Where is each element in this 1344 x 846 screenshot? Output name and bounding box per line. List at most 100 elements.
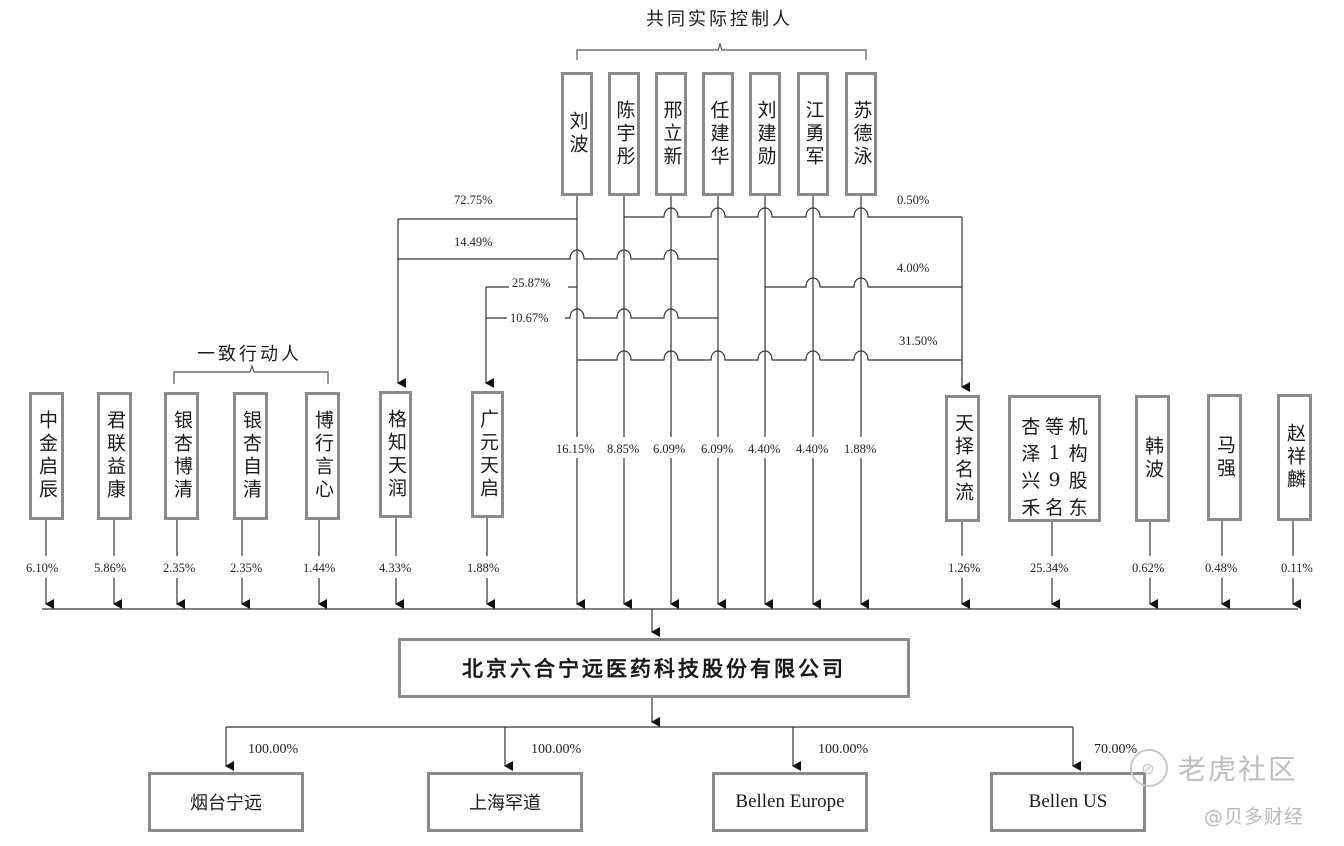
controller-pct: 8.85% [606,442,641,457]
watermark-brand: ⊘ 老虎社区 [1130,748,1298,788]
institution-name-char: 东 [1068,497,1088,519]
subsidiary-pct: 100.00% [248,742,299,757]
tianze-link-c [577,350,962,361]
controller-box: 刘波 [561,72,593,196]
subsidiary-name: Bellen Europe [735,791,845,812]
guangyuan-link-b [565,308,718,319]
link-pct-gezhi-liubo: 72.75% [454,193,493,207]
controller-name: 刘建勋 [754,99,777,169]
subsidiary-box: 烟台宁远 [148,772,304,832]
link-pct-gezhi-others: 14.49% [454,235,493,249]
link-pct-guangyuan-liubo: 25.87% [511,276,552,291]
institution-name-char: 等 [1044,416,1064,438]
controller-name: 苏德泳 [850,99,873,169]
shareholder-name: 君联益康 [104,410,126,502]
controller-pct: 4.40% [795,442,830,457]
shareholder-name: 赵祥麟 [1284,423,1306,492]
shareholder-pct: 0.48% [1204,561,1239,576]
controller-name: 刘波 [566,111,589,157]
tianze-link-b [765,277,962,288]
joint-controllers-label: 共同实际控制人 [646,9,793,30]
shareholder-pct: 0.62% [1131,561,1166,576]
institution-name-char: 禾 [1021,497,1041,519]
shareholder-pct: 1.26% [947,561,982,576]
shareholder-box: 韩波 [1135,395,1170,522]
shareholder-name: 韩波 [1142,435,1164,482]
subsidiary-box: Bellen US [990,772,1146,832]
shareholder-name: 天择名流 [952,412,974,505]
company-name: 北京六合宁远医药科技股份有限公司 [462,656,846,681]
shareholder-name: 中金启辰 [36,410,58,502]
link-pct-guangyuan-others: 10.67% [509,311,550,326]
subsidiary-box: Bellen Europe [712,772,868,832]
subsidiary-pct: 100.00% [531,742,582,757]
institution-name-char: 名 [1044,497,1064,519]
shareholder-box: 银杏博清 [164,392,199,520]
institution-name-char: 9 [1048,468,1061,491]
controller-pct: 1.88% [843,442,878,457]
joint-controllers-bracket [576,42,867,60]
shareholder-box: 赵祥麟 [1277,394,1312,521]
shareholder-pct: 1.44% [302,561,337,576]
link-pct-tianze-c: 31.50% [899,334,938,348]
shareholder-pct: 6.10% [25,561,60,576]
watermark-brand-text: 老虎社区 [1178,753,1299,786]
controller-box: 江勇军 [797,72,829,196]
link-pct-tianze-b: 4.00% [897,261,930,275]
concert-parties-label: 一致行动人 [197,344,302,365]
shareholder-name: 格知天润 [385,408,407,501]
shareholder-name: 博行言心 [312,410,334,502]
controller-name: 邢立新 [660,99,683,169]
subsidiary-name: Bellen US [1028,791,1108,812]
institution-name-char: 泽 [1021,443,1041,465]
controller-pct: 6.09% [700,442,735,457]
shareholder-name: 银杏自清 [240,410,262,502]
controller-box: 刘建勋 [749,72,781,196]
shareholder-name: 马强 [1214,434,1236,481]
subsidiary-pct: 70.00% [1094,742,1138,757]
subsidiary-box: 上海罕道 [427,772,583,832]
shareholder-pct: 25.34% [1029,561,1070,576]
shareholder-pct: 1.88% [466,561,501,576]
controller-name: 任建华 [707,99,730,169]
shareholder-box: 格知天润 [379,391,412,518]
tianze-link-a [624,207,962,218]
shareholder-pct: 5.86% [93,561,128,576]
controller-box: 邢立新 [655,72,687,196]
controller-pct: 4.40% [747,442,782,457]
company-box: 北京六合宁远医药科技股份有限公司 [398,638,910,698]
controller-name: 陈宇彤 [613,99,636,169]
shareholder-box: 中金启辰 [29,392,64,520]
shareholder-box: 君联益康 [97,392,132,520]
subsidiary-pct: 100.00% [818,742,869,757]
subsidiary-name: 烟台宁远 [190,793,262,814]
shareholder-box: 广元天启 [471,391,504,518]
controller-pct: 6.09% [652,442,687,457]
institution-name-char: 1 [1048,441,1061,464]
watermark-author: @贝多财经 [1204,806,1305,828]
controller-pct: 16.15% [555,442,596,457]
controller-box: 陈宇彤 [608,72,640,196]
shareholder-box: 银杏自清 [233,392,268,520]
tiger-logo-icon: ⊘ [1130,749,1168,787]
controller-name: 江勇军 [802,99,825,169]
institution-name-char: 杏 [1021,416,1041,438]
shareholder-name: 广元天启 [477,408,499,501]
subsidiary-name: 上海罕道 [469,793,541,814]
controller-box: 苏德泳 [845,72,877,196]
shareholder-box: 博行言心 [305,392,340,520]
shareholder-name: 银杏博清 [171,410,193,502]
shareholder-box: 天择名流 [945,395,980,522]
shareholder-pct: 2.35% [162,561,197,576]
controller-box: 任建华 [702,72,734,196]
link-pct-tianze-a: 0.50% [897,193,930,207]
shareholder-pct: 0.11% [1280,561,1314,576]
shareholder-box: 马强 [1207,394,1242,521]
gezhi-link-others [398,249,718,260]
institution-name-char: 构 [1068,443,1088,465]
shareholder-pct: 2.35% [229,561,264,576]
institution-name-char: 兴 [1021,470,1041,492]
